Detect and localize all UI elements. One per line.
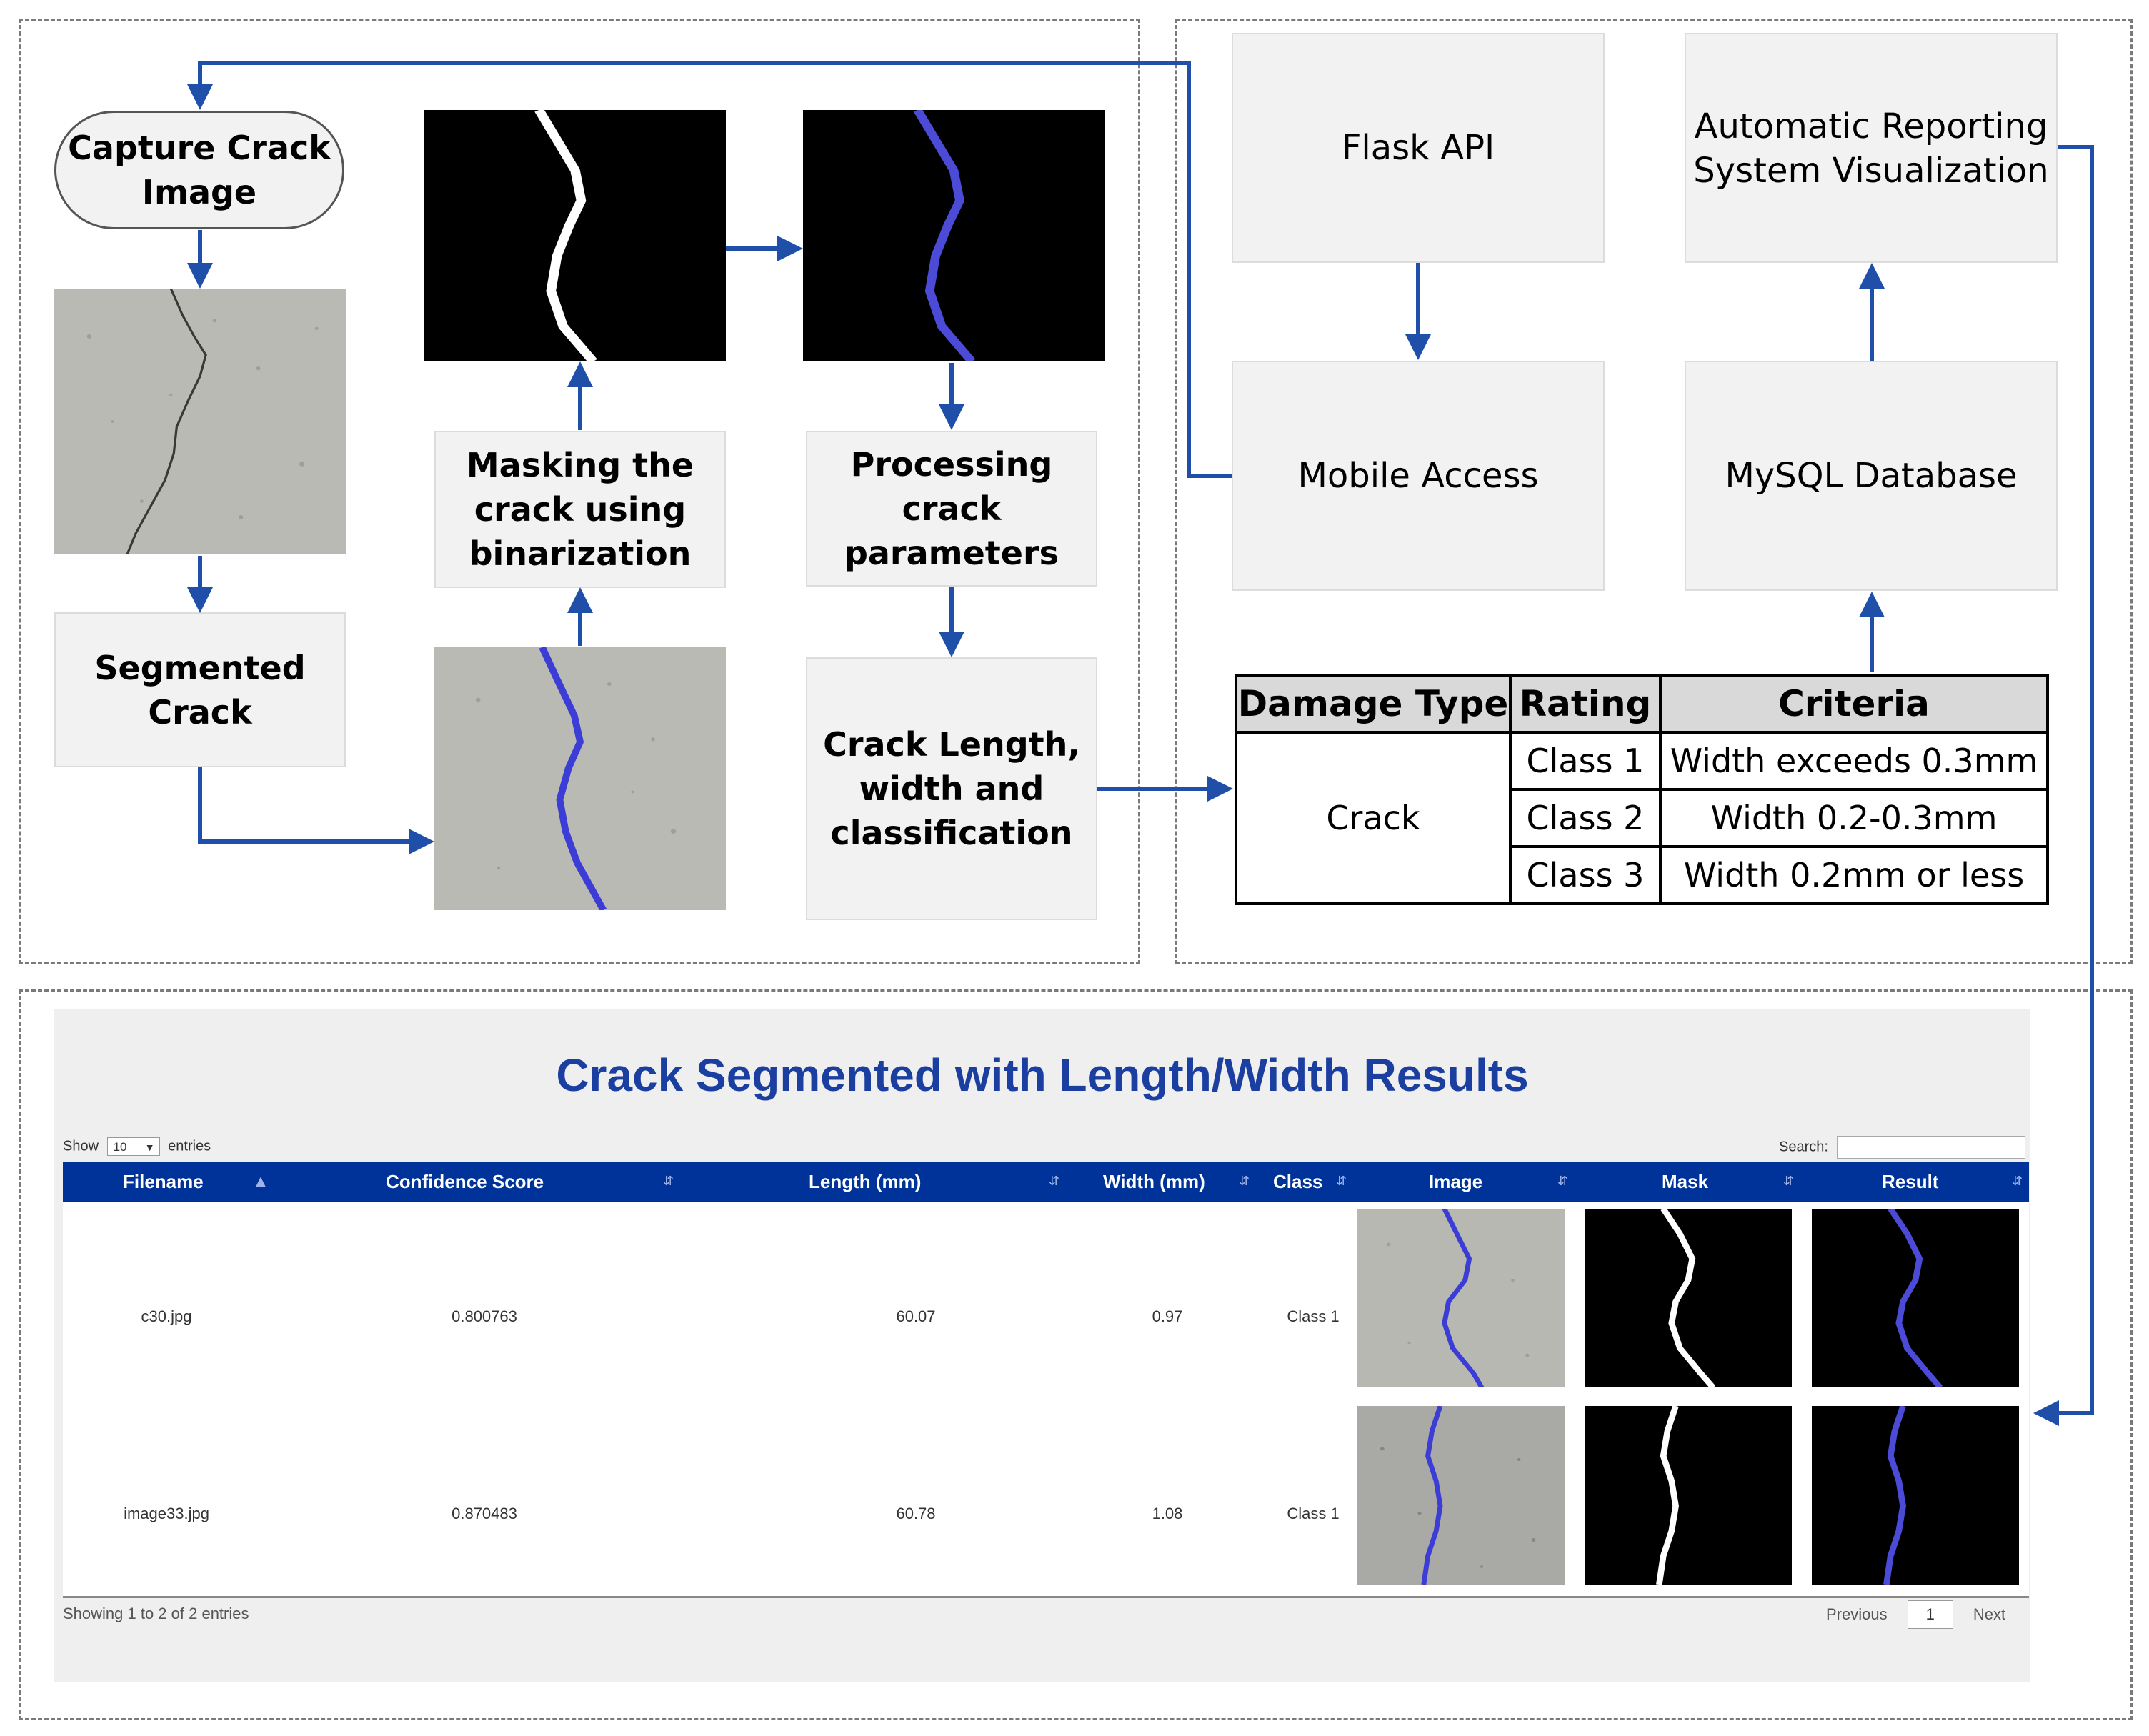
row-result-image — [1812, 1209, 2019, 1387]
dashboard-title: Crack Segmented with Length/Width Result… — [556, 1049, 1529, 1101]
entries-select[interactable]: 10 ▼ — [106, 1137, 160, 1156]
criteria-value: Width 0.2-0.3mm — [1659, 788, 2049, 848]
column-header-mask[interactable]: Mask — [1662, 1171, 1709, 1192]
column-header-class[interactable]: Class — [1273, 1171, 1323, 1192]
criteria-damage-type-crack: Crack — [1235, 731, 1512, 905]
entries-control: Show 10 ▼ entries — [63, 1137, 211, 1156]
criteria-value: Width exceeds 0.3mm — [1659, 731, 2049, 791]
column-header-image[interactable]: Image — [1429, 1171, 1483, 1192]
crack-length-width-classification-node: Crack Length, width and classification — [806, 657, 1097, 920]
crack-criteria-table: Damage Type Rating Criteria Crack Class … — [1235, 674, 2049, 905]
page-1-button[interactable]: 1 — [1907, 1600, 1953, 1629]
sort-icon[interactable]: ⇵ — [663, 1174, 674, 1189]
sort-icon[interactable]: ⇵ — [1557, 1174, 1569, 1189]
criteria-header-damage-type: Damage Type — [1235, 674, 1512, 734]
cell-confidence: 0.800763 — [452, 1307, 517, 1325]
mobile-access-node: Mobile Access — [1232, 361, 1605, 591]
column-header-width[interactable]: Width (mm) — [1103, 1171, 1205, 1192]
mysql-database-node: MySQL Database — [1685, 361, 2058, 591]
crack-length-width-classification-label: Crack Length, width and classification — [823, 725, 1080, 852]
processing-panel — [19, 19, 1140, 964]
sort-icon[interactable]: ⇵ — [2012, 1174, 2023, 1189]
previous-button[interactable]: Previous — [1826, 1605, 1888, 1623]
overlay-result-image — [803, 110, 1105, 361]
table-info: Showing 1 to 2 of 2 entries — [63, 1605, 249, 1622]
results-dashboard: Crack Segmented with Length/Width Result… — [54, 1009, 2030, 1682]
cell-filename: c30.jpg — [141, 1307, 192, 1325]
cell-length: 60.07 — [896, 1307, 936, 1325]
row-mask-image — [1585, 1406, 1792, 1585]
entries-label: entries — [168, 1138, 211, 1154]
show-label: Show — [63, 1138, 99, 1154]
criteria-rating: Class 1 — [1509, 731, 1662, 791]
column-header-length[interactable]: Length (mm) — [809, 1171, 922, 1192]
pagination: Previous 1 Next — [1826, 1600, 2005, 1629]
sort-asc-icon[interactable]: ▲ — [256, 1174, 266, 1189]
sort-icon[interactable]: ⇵ — [1049, 1174, 1060, 1189]
row-crack-image — [1357, 1406, 1565, 1585]
row-mask-image — [1585, 1209, 1792, 1387]
search-label: Search: — [1779, 1139, 1828, 1155]
capture-crack-image-label: Capture Crack Image — [68, 129, 331, 211]
automatic-reporting-label: Automatic Reporting System Visualization — [1693, 106, 2049, 191]
cell-filename: image33.jpg — [124, 1505, 209, 1522]
mysql-database-label: MySQL Database — [1725, 456, 2018, 496]
dashboard-panel — [19, 989, 2133, 1720]
criteria-rating: Class 2 — [1509, 788, 1662, 848]
masking-node: Masking the crack using binarization — [434, 431, 726, 588]
original-crack-photo — [54, 289, 346, 554]
mobile-access-label: Mobile Access — [1297, 456, 1539, 496]
sort-icon[interactable]: ⇵ — [1783, 1174, 1795, 1189]
row-result-image — [1812, 1406, 2019, 1585]
segmented-crack-node: Segmented Crack — [54, 612, 346, 767]
processing-crack-parameters-label: Processing crack parameters — [844, 445, 1059, 572]
sort-icon[interactable]: ⇵ — [1336, 1174, 1347, 1189]
chevron-down-icon: ▼ — [144, 1142, 155, 1153]
criteria-header-criteria: Criteria — [1659, 674, 2049, 734]
flask-api-node: Flask API — [1232, 33, 1605, 263]
flask-api-label: Flask API — [1341, 128, 1495, 168]
criteria-header-rating: Rating — [1509, 674, 1662, 734]
cell-confidence: 0.870483 — [452, 1505, 517, 1522]
system-panel — [1175, 19, 2133, 964]
criteria-rating: Class 3 — [1509, 845, 1662, 905]
sort-icon[interactable]: ⇵ — [1239, 1174, 1250, 1189]
automatic-reporting-node: Automatic Reporting System Visualization — [1685, 33, 2058, 263]
cell-width: 1.08 — [1152, 1505, 1183, 1522]
cell-width: 0.97 — [1152, 1307, 1183, 1325]
next-button[interactable]: Next — [1973, 1605, 2006, 1623]
segmented-crack-photo — [434, 647, 726, 910]
segmented-crack-label: Segmented Crack — [94, 648, 306, 732]
results-table-body: c30.jpg 0.800763 60.07 0.97 Class 1 — [63, 1202, 2029, 1598]
search-control: Search: — [1779, 1136, 2025, 1159]
column-header-filename[interactable]: Filename — [123, 1171, 204, 1192]
results-table-header: Filename ▲ Confidence Score ⇵ Length (mm… — [63, 1162, 2029, 1202]
column-header-confidence[interactable]: Confidence Score — [386, 1171, 544, 1192]
processing-crack-parameters-node: Processing crack parameters — [806, 431, 1097, 587]
column-header-result[interactable]: Result — [1882, 1171, 1939, 1192]
capture-crack-image-node: Capture Crack Image — [54, 111, 344, 229]
masking-label: Masking the crack using binarization — [466, 446, 694, 573]
row-crack-image — [1357, 1209, 1565, 1387]
search-input[interactable] — [1836, 1136, 2025, 1159]
cell-length: 60.78 — [896, 1505, 936, 1522]
binary-mask-image — [424, 110, 726, 361]
cell-class: Class 1 — [1287, 1307, 1340, 1325]
criteria-value: Width 0.2mm or less — [1659, 845, 2049, 905]
entries-select-value: 10 — [113, 1140, 127, 1154]
cell-class: Class 1 — [1287, 1505, 1340, 1522]
